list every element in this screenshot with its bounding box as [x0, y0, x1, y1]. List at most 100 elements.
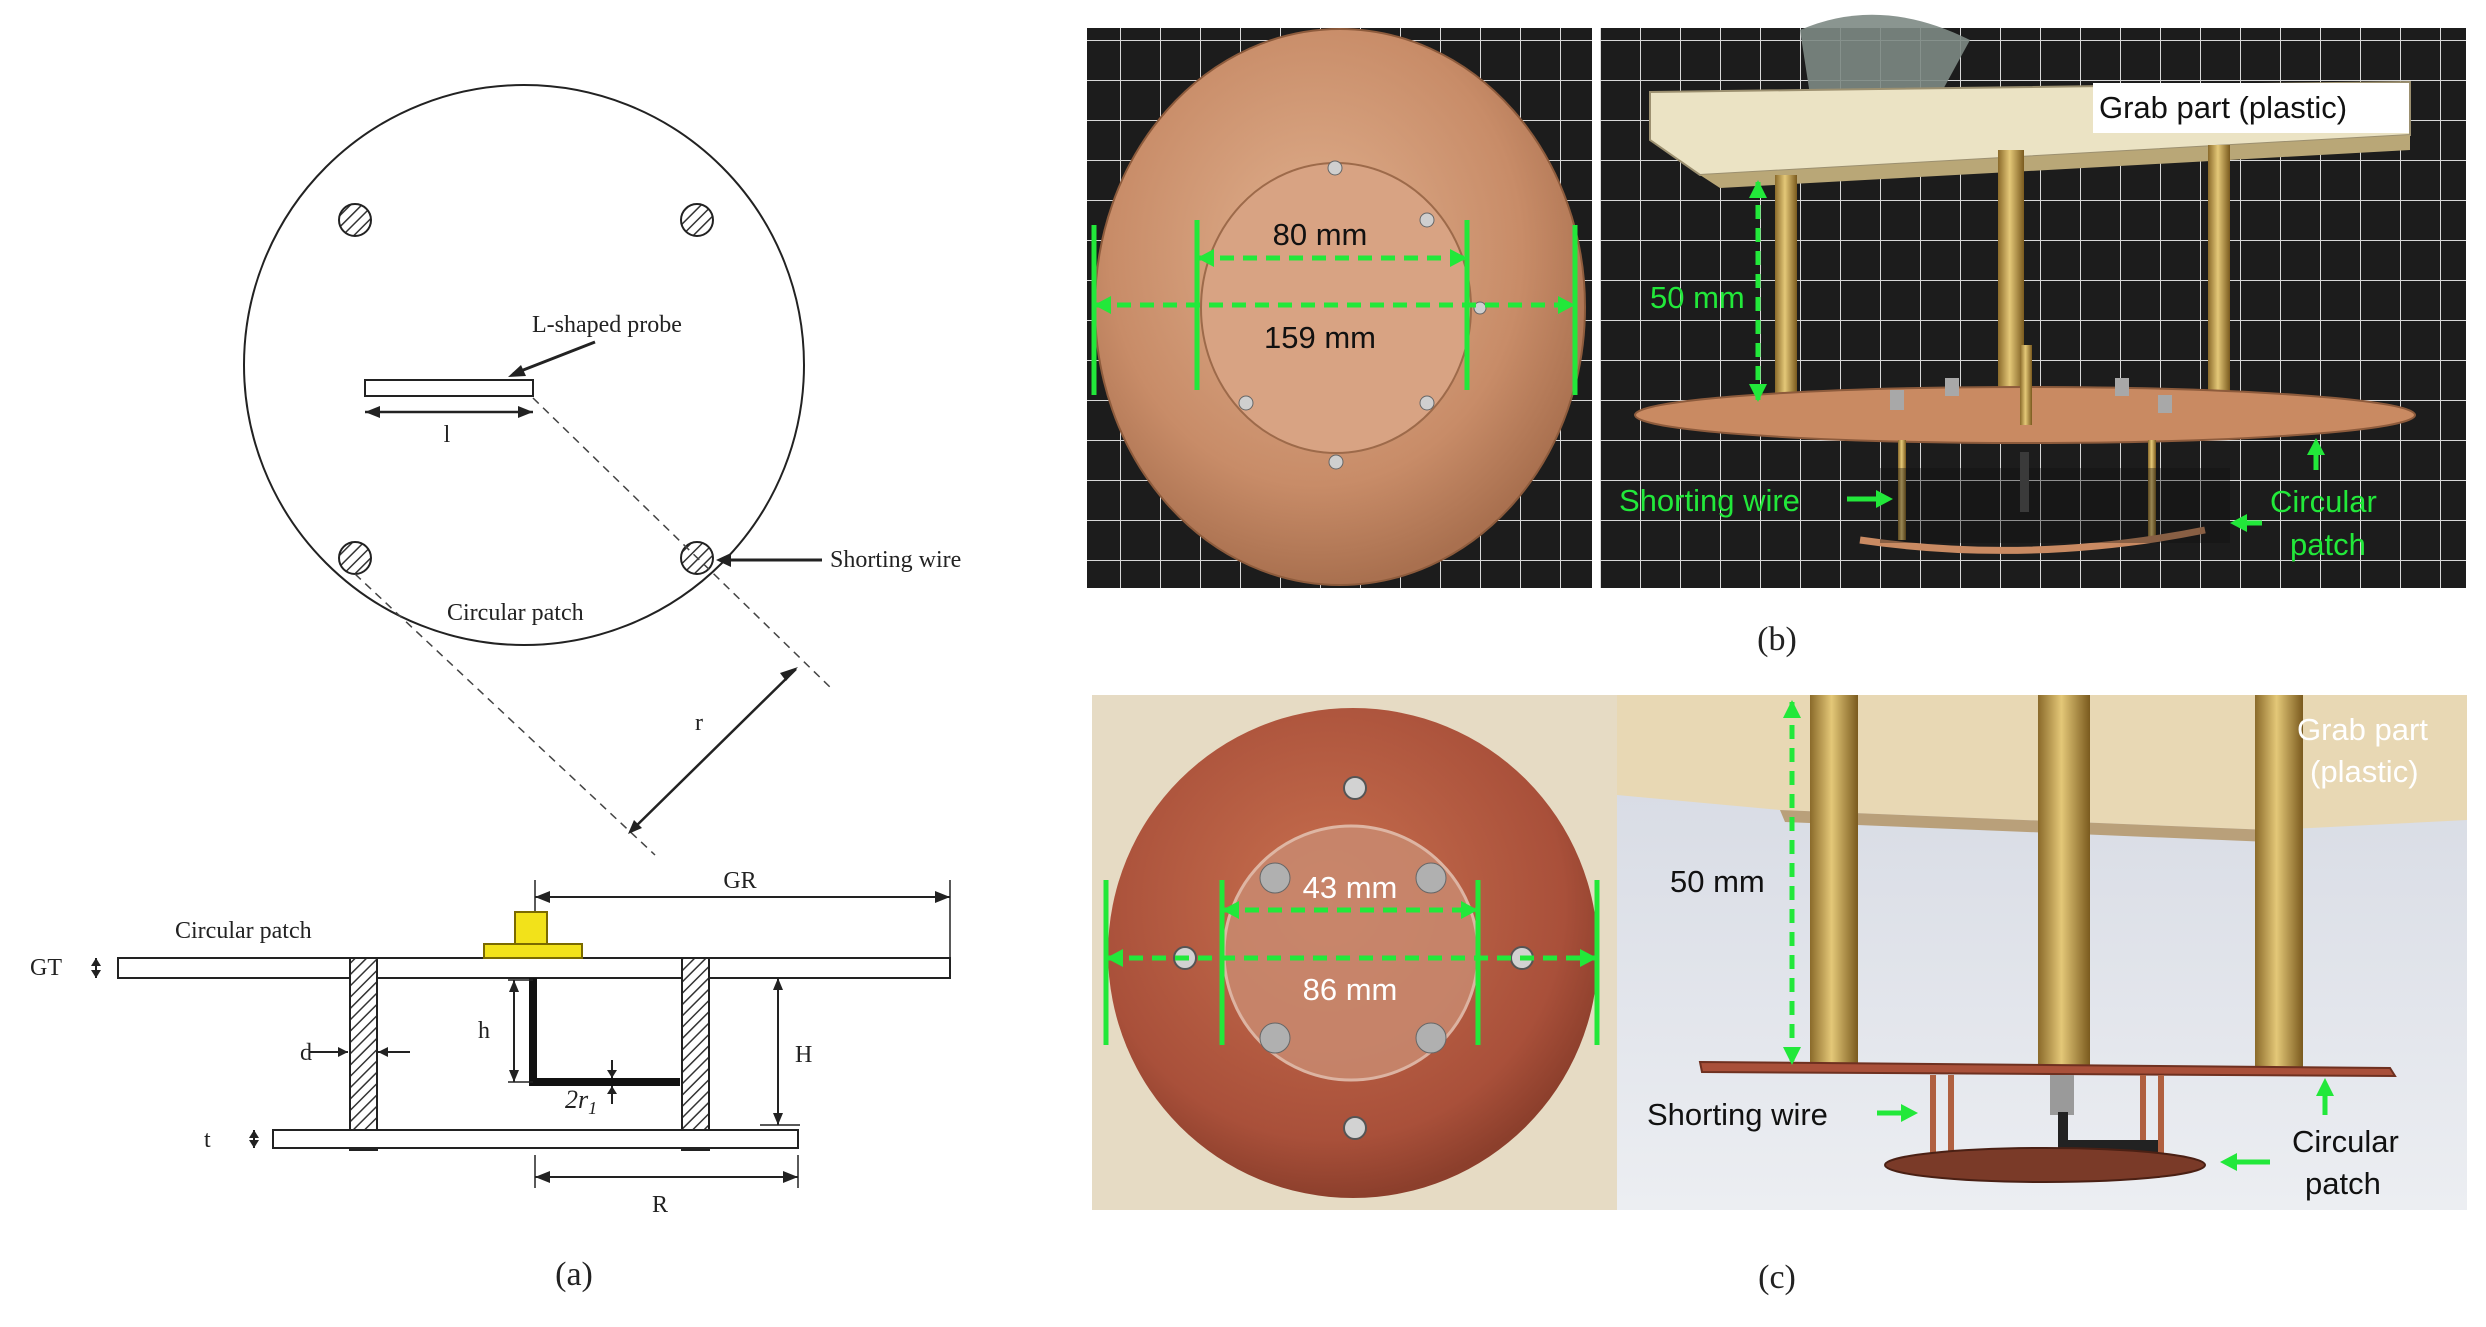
- l-probe-side: [529, 978, 680, 1086]
- brass-post: [1810, 695, 1858, 1065]
- shorting-wire-photo: [1898, 440, 1906, 540]
- arrowhead-icon: [508, 365, 526, 377]
- arrowhead-icon: [1876, 490, 1893, 508]
- r1-label: 2r1: [565, 1085, 597, 1118]
- panel-b-caption: (b): [1757, 621, 1797, 658]
- arrowhead-icon: [378, 1047, 388, 1057]
- panel-a-caption: (a): [555, 1256, 593, 1293]
- arrowhead-icon: [1558, 296, 1575, 314]
- arrowhead-icon: [338, 1047, 348, 1057]
- arrowhead-icon: [2230, 514, 2247, 532]
- ground-plane-side: [117, 957, 951, 979]
- solder-joint-icon: [1259, 862, 1291, 894]
- arrowhead-icon: [773, 978, 783, 990]
- brass-post: [1998, 150, 2024, 425]
- circular-patch-label-2: patch: [2290, 527, 2366, 562]
- shorting-wire-side: [349, 957, 378, 1151]
- side-patch-label: Circular patch: [175, 918, 312, 944]
- screw-icon: [1327, 160, 1343, 176]
- brass-post: [2255, 695, 2303, 1067]
- arrowhead-icon: [535, 1171, 550, 1183]
- screw-icon: [1419, 212, 1435, 228]
- probe-photo: [2020, 452, 2029, 512]
- shorting-wire-side: [681, 957, 710, 1151]
- circular-patch-label-1: Circular: [2270, 484, 2377, 519]
- arrowhead-icon: [518, 406, 533, 418]
- arrowhead-icon: [509, 1070, 519, 1082]
- arrowhead-icon: [1580, 949, 1597, 967]
- shorting-wire-photo: [1930, 1075, 1936, 1165]
- probe-photo: [2058, 1112, 2068, 1157]
- outer-diameter-label: 86 mm: [1303, 972, 1398, 1007]
- arrowhead-icon: [935, 891, 950, 903]
- arrowhead-icon: [1749, 180, 1767, 198]
- arrowhead-icon: [2220, 1153, 2237, 1171]
- grab-part-label-1: Grab part: [2297, 712, 2428, 747]
- brass-post: [2208, 145, 2230, 415]
- arrowhead-icon: [1783, 700, 1801, 718]
- grab-part-edge: [1780, 810, 2270, 842]
- length-l-label: l: [444, 422, 451, 448]
- inner-diameter-label: 43 mm: [1303, 870, 1398, 905]
- arrowhead-icon: [1783, 1047, 1801, 1065]
- screw-icon: [2115, 378, 2129, 396]
- arrowhead-icon: [628, 820, 642, 834]
- arrowhead-icon: [91, 958, 101, 966]
- grab-part-edge: [1700, 135, 2410, 188]
- screw-icon: [1890, 390, 1904, 410]
- radius-extension-line: [354, 573, 656, 856]
- brass-post: [1775, 175, 1797, 430]
- panel-c-side-photo: 50 mm Grab part (plastic) Shorting wire …: [1617, 695, 2467, 1210]
- panel-b-top-photo: 80 mm 159 mm: [1087, 28, 1592, 588]
- arrowhead-icon: [509, 980, 519, 992]
- outer-diameter-label: 159 mm: [1264, 320, 1376, 355]
- height-label: 50 mm: [1670, 864, 1765, 899]
- gr-label: GR: [723, 868, 756, 894]
- panel-c-caption: (c): [1758, 1259, 1796, 1296]
- brass-post: [2038, 695, 2090, 1067]
- solder-joint-icon: [1259, 1022, 1291, 1054]
- shorting-wire-marker: [338, 541, 372, 575]
- shorting-wire-label: Shorting wire: [1619, 483, 1800, 518]
- patch-shadow: [1880, 468, 2230, 543]
- screw-icon: [1343, 776, 1367, 800]
- sma-connector-shape: [514, 911, 548, 947]
- screw-icon: [1419, 395, 1435, 411]
- panel-a-side-view: GR Circular patch GT d h 2r1 H t: [30, 868, 951, 1218]
- ground-plane-photo: [1698, 1060, 2397, 1078]
- arrowhead-icon: [607, 1070, 617, 1078]
- screw-icon: [1238, 395, 1254, 411]
- arrowhead-icon: [773, 1113, 783, 1125]
- radius-r-dimension: [629, 668, 797, 833]
- shorting-wire-photo: [2148, 440, 2156, 540]
- arrowhead-icon: [1094, 296, 1111, 314]
- arrowhead-icon: [1197, 249, 1214, 267]
- shorting-wire-photo: [1948, 1075, 1954, 1165]
- arrowhead-icon: [783, 1171, 798, 1183]
- height-label: 50 mm: [1650, 280, 1745, 315]
- arrowhead-icon: [249, 1130, 259, 1138]
- screw-icon: [1945, 378, 1959, 396]
- arrowhead-icon: [2307, 438, 2325, 455]
- panel-c-top-photo: 43 mm 86 mm: [1092, 695, 1617, 1210]
- arrowhead-icon: [535, 891, 550, 903]
- gt-label: GT: [30, 955, 62, 981]
- screw-icon: [1328, 454, 1344, 470]
- H-label: H: [795, 1042, 812, 1068]
- grab-part-label: Grab part (plastic): [2099, 90, 2347, 125]
- arrowhead-icon: [780, 667, 798, 681]
- arrowhead-icon: [2316, 1078, 2334, 1096]
- arrowhead-icon: [1222, 901, 1239, 919]
- shorting-wire-marker: [338, 203, 372, 237]
- circular-patch-label-1: Circular: [2292, 1124, 2399, 1159]
- d-label: d: [300, 1040, 312, 1066]
- arrowhead-icon: [1450, 249, 1467, 267]
- feed-connector: [2050, 1075, 2074, 1115]
- screw-icon: [2158, 395, 2172, 413]
- probe-pointer-arrow: [512, 340, 596, 376]
- solder-joint-icon: [1415, 1022, 1447, 1054]
- sma-flange-shape: [483, 943, 583, 959]
- shorting-wire-label: Shorting wire: [1647, 1097, 1828, 1132]
